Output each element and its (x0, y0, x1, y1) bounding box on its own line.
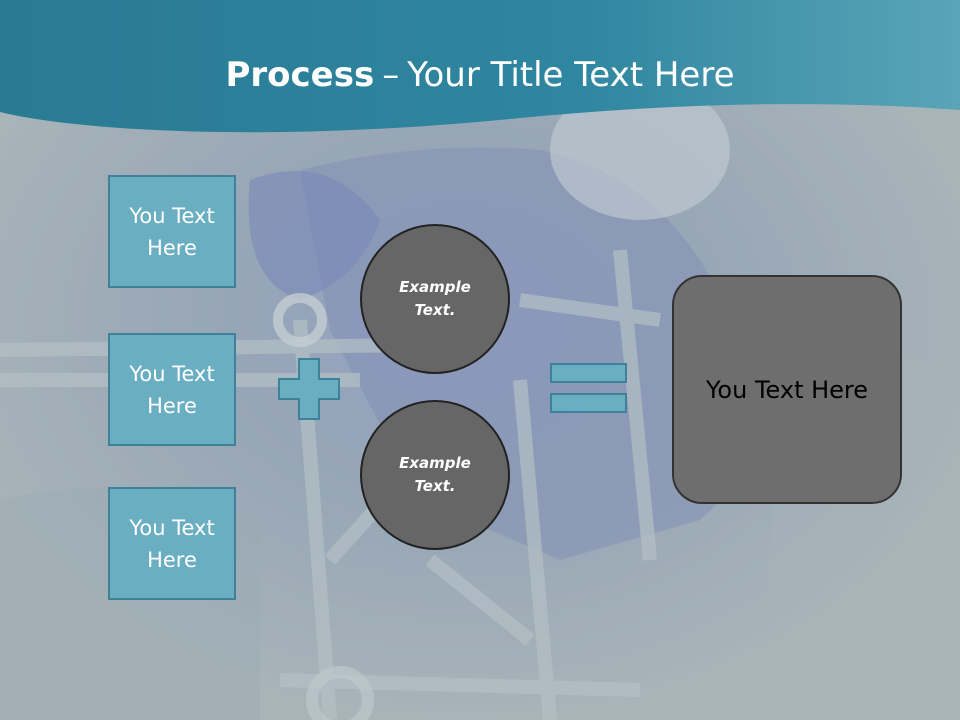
example-circle-1[interactable]: Example Text. (360, 224, 510, 374)
plus-icon (278, 358, 340, 420)
title-rest: Your Title Text Here (407, 55, 735, 95)
left-text-box-1[interactable]: You Text Here (108, 175, 236, 288)
left-text-box-2[interactable]: You Text Here (108, 333, 236, 446)
result-label: You Text Here (705, 375, 869, 404)
circle-label: Example Text. (399, 454, 471, 495)
equals-bar-top (550, 363, 627, 383)
title-strong: Process (225, 55, 375, 95)
left-text-box-label: You Text Here (129, 515, 215, 572)
equals-bar-bottom (550, 393, 627, 413)
example-circle-2[interactable]: Example Text. (360, 400, 510, 550)
left-text-box-label: You Text Here (129, 203, 215, 260)
slide-title: Process–Your Title Text Here (0, 52, 960, 98)
header-band (0, 0, 960, 133)
title-separator: – (382, 55, 400, 95)
circle-label: Example Text. (399, 278, 471, 319)
left-text-box-3[interactable]: You Text Here (108, 487, 236, 600)
result-text-box[interactable]: You Text Here (672, 275, 902, 504)
left-text-box-label: You Text Here (129, 361, 215, 418)
